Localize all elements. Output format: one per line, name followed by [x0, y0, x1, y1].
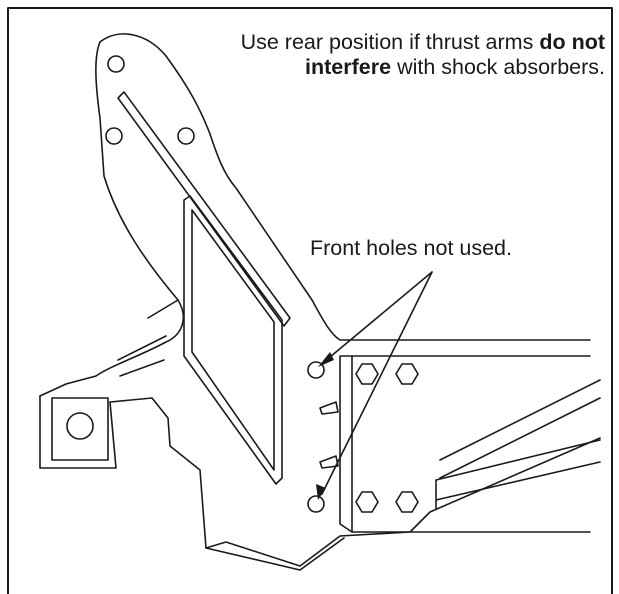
hex-bolt-bottom-left	[355, 491, 379, 513]
rear-position-note-prefix: Use rear position if thrust arms	[240, 30, 534, 54]
bracket-lower-body	[39, 395, 601, 567]
mount-block-hole	[66, 412, 94, 440]
slot-upper	[319, 401, 339, 415]
hex-bolt-top-left	[355, 363, 379, 385]
bracket-lower-edge	[205, 537, 345, 571]
mount-block	[51, 397, 109, 461]
hex-bolt-bottom-right	[395, 491, 419, 513]
gusset-lines	[117, 299, 179, 377]
pivot-hole-right	[177, 127, 195, 145]
diagonal-rib	[117, 91, 291, 327]
side-rail-lower	[435, 439, 601, 509]
rear-position-note-emphasis: do not interfere	[305, 30, 605, 79]
window-panel	[183, 195, 283, 485]
rear-position-note: Use rear position if thrust arms do not …	[205, 30, 605, 80]
front-hole-lower	[307, 495, 325, 513]
rear-position-note-suffix: with shock absorbers.	[397, 55, 605, 79]
front-holes-note: Front holes not used.	[310, 236, 512, 260]
arrowhead-upper	[318, 352, 334, 367]
slot-lower	[319, 455, 339, 469]
front-hole-upper	[307, 361, 325, 379]
pivot-hole-left	[105, 127, 123, 145]
bracket-plate-outline	[39, 33, 591, 397]
channel-plate	[339, 355, 591, 533]
leader-line-upper	[323, 271, 433, 363]
arrowhead-lower	[316, 484, 326, 500]
side-rail-upper	[439, 379, 601, 479]
window-panel-inner	[191, 209, 275, 471]
frame-border	[7, 7, 613, 594]
hex-bolt-top-right	[395, 363, 419, 385]
pivot-hole-top	[107, 55, 125, 73]
leader-line-lower	[321, 271, 433, 495]
